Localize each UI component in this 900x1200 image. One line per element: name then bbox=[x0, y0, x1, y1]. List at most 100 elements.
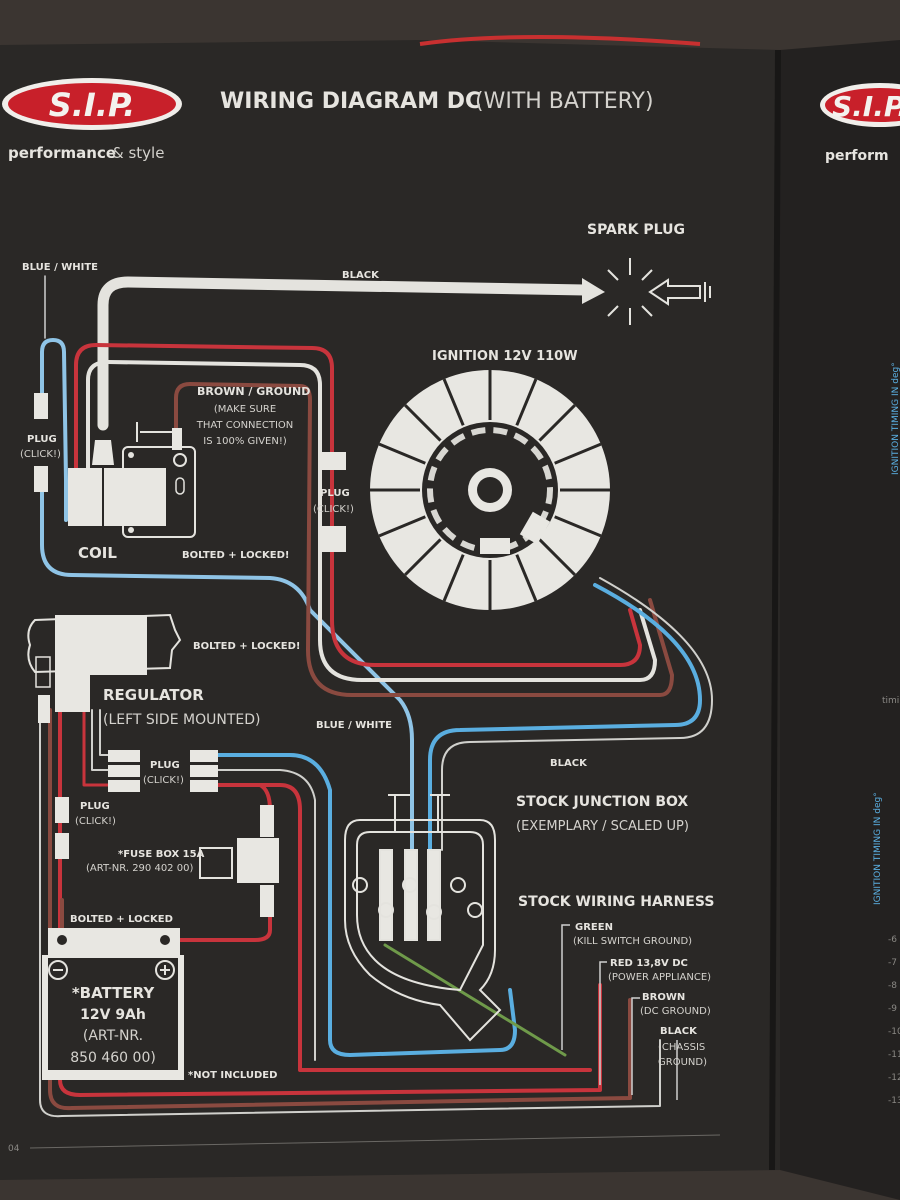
label-plug-4: PLUG bbox=[80, 801, 110, 812]
label-brown-note-2: THAT CONNECTION bbox=[196, 420, 294, 431]
label-plug-1: PLUG bbox=[27, 434, 57, 445]
right-tick-label: -8 bbox=[888, 981, 897, 991]
label-brown-ground: BROWN / GROUND bbox=[197, 385, 310, 398]
coil-icon bbox=[68, 422, 196, 538]
label-click-1: (CLICK!) bbox=[20, 449, 61, 460]
footer-rule bbox=[29, 1134, 721, 1149]
battery-icon bbox=[42, 928, 184, 1080]
label-click-2: (CLICK!) bbox=[313, 504, 354, 515]
label-brown-note-1: (MAKE SURE bbox=[214, 404, 276, 415]
label-junction-box: STOCK JUNCTION BOX bbox=[516, 794, 688, 810]
right-tagline: perform bbox=[825, 148, 889, 164]
stator-icon bbox=[370, 370, 610, 610]
right-tick-label: -6 bbox=[888, 935, 897, 945]
stator-slot bbox=[538, 404, 576, 442]
label-battery-bolted: BOLTED + LOCKED bbox=[70, 914, 173, 925]
label-black-mid: BLACK bbox=[550, 758, 588, 769]
white-stator-wire bbox=[86, 360, 657, 682]
label-regulator: REGULATOR bbox=[103, 686, 204, 704]
spark-arrow bbox=[582, 278, 605, 304]
stator-slot bbox=[404, 404, 442, 442]
spark-plug-icon bbox=[607, 258, 711, 325]
label-harness: STOCK WIRING HARNESS bbox=[518, 894, 714, 910]
stator-slot bbox=[515, 378, 538, 426]
label-junction-note: (EXEMPLARY / SCALED UP) bbox=[516, 819, 689, 834]
label-black: BLACK bbox=[660, 1026, 698, 1037]
page-title: WIRING DIAGRAM DC bbox=[220, 89, 481, 114]
right-page-content: S.I.P. perform IGNITION TIMING IN deg° t… bbox=[820, 83, 900, 1106]
label-plug-3: PLUG bbox=[150, 760, 180, 771]
sip-logo: S.I.P. bbox=[2, 78, 182, 130]
stator-slot bbox=[378, 442, 426, 465]
label-regulator-bolted: BOLTED + LOCKED! bbox=[193, 641, 300, 652]
wires bbox=[39, 275, 713, 1118]
stator-slot bbox=[515, 554, 538, 602]
junction-box-icon bbox=[344, 794, 502, 1042]
label-brown-dc: (DC GROUND) bbox=[640, 1006, 711, 1017]
blue-junction-wire bbox=[213, 753, 517, 1057]
label-not-included: *NOT INCLUDED bbox=[188, 1070, 277, 1081]
plug-connectors bbox=[34, 393, 346, 859]
red-battery-wire bbox=[170, 903, 272, 942]
green-kill-wire bbox=[383, 943, 567, 1057]
label-click-3: (CLICK!) bbox=[143, 775, 184, 786]
label-coil-bolted: BOLTED + LOCKED! bbox=[182, 550, 289, 561]
stator-slot bbox=[442, 378, 465, 426]
page-gutter bbox=[769, 49, 781, 1171]
blue-harness bbox=[428, 583, 702, 852]
stator-slot bbox=[378, 515, 426, 538]
red-main-wire bbox=[58, 708, 602, 1097]
red-cable-photo bbox=[419, 35, 701, 46]
label-plug-2: PLUG bbox=[320, 488, 350, 499]
right-tick-label: -9 bbox=[888, 1004, 897, 1014]
blue-white-wire bbox=[40, 478, 414, 852]
tagline-rest: & style bbox=[112, 144, 164, 162]
right-tick-label: -10 bbox=[888, 1027, 900, 1037]
stator-slot bbox=[554, 442, 602, 465]
label-battery-art-1: (ART-NR. bbox=[83, 1028, 143, 1044]
brown-main-wire bbox=[48, 708, 632, 1111]
black-main-wire bbox=[39, 719, 661, 1118]
label-battery-spec: 12V 9Ah bbox=[80, 1007, 146, 1023]
tagline-bold: performance bbox=[8, 144, 116, 162]
stator-slot bbox=[554, 515, 602, 538]
label-click-4: (CLICK!) bbox=[75, 816, 116, 827]
stator-slot bbox=[404, 538, 442, 576]
label-black-note-2: GROUND) bbox=[658, 1057, 707, 1068]
right-tick-label: -7 bbox=[888, 958, 897, 968]
label-regulator-note: (LEFT SIDE MOUNTED) bbox=[103, 712, 260, 728]
logo-text: S.I.P. bbox=[49, 86, 136, 124]
diagram-labels: BLUE / WHITE BLACK SPARK PLUG IGNITION 1… bbox=[8, 222, 721, 1154]
label-red-note: (POWER APPLIANCE) bbox=[608, 972, 711, 983]
right-logo-text: S.I.P. bbox=[832, 90, 900, 123]
label-blue-white-top: BLUE / WHITE bbox=[22, 262, 98, 273]
label-ignition: IGNITION 12V 110W bbox=[432, 349, 578, 364]
brown-ground-wire bbox=[174, 382, 674, 697]
label-coil: COIL bbox=[78, 544, 117, 562]
label-brown: BROWN bbox=[642, 992, 685, 1003]
label-green: GREEN bbox=[575, 922, 613, 933]
label-fuse-box: *FUSE BOX 15A bbox=[118, 849, 205, 860]
stator-slot bbox=[538, 538, 576, 576]
right-page bbox=[780, 40, 900, 1200]
label-blue-white-mid: BLUE / WHITE bbox=[316, 720, 392, 731]
label-red: RED 13,8V DC bbox=[610, 958, 688, 969]
red-stator-wire bbox=[74, 343, 642, 667]
stator-slot bbox=[442, 554, 465, 602]
regulator-icon bbox=[27, 613, 182, 723]
label-battery: *BATTERY bbox=[72, 984, 156, 1002]
right-timing-partial: timi bbox=[882, 696, 899, 706]
black-ht-wire bbox=[97, 276, 591, 431]
label-spark-plug: SPARK PLUG bbox=[587, 222, 685, 238]
label-black-top: BLACK bbox=[342, 270, 380, 281]
label-black-note-1: (CHASSIS bbox=[658, 1042, 705, 1053]
right-tick-label: -12 bbox=[888, 1073, 900, 1083]
blue-white-loop bbox=[40, 338, 68, 522]
harness-leaders bbox=[561, 924, 678, 1100]
right-axis-label-2: IGNITION TIMING IN deg° bbox=[873, 792, 883, 905]
label-battery-art-2: 850 460 00) bbox=[70, 1050, 156, 1066]
page-subtitle: (WITH BATTERY) bbox=[475, 89, 654, 114]
right-tick-label: -11 bbox=[888, 1050, 900, 1060]
fuse-box-icon bbox=[199, 805, 279, 917]
